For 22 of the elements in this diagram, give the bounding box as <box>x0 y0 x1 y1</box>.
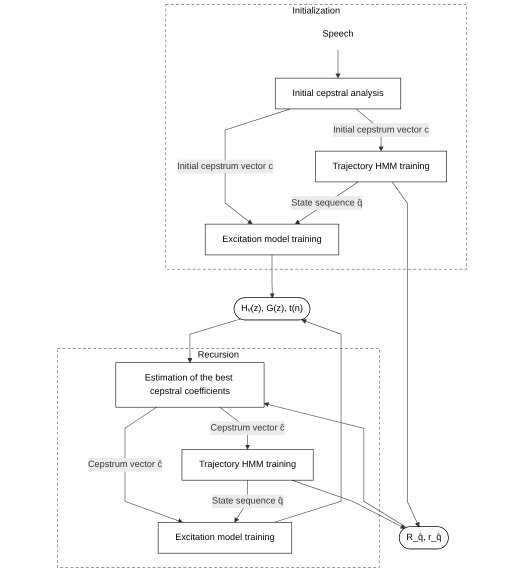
node-box: Excitation model training <box>204 224 340 256</box>
edge-label: Initial cepstrum vector c <box>177 161 274 172</box>
node-text: Speech <box>322 29 354 39</box>
node-box: Trajectory HMM training <box>315 150 447 182</box>
node-box: Estimation of the best cepstral coefficients <box>116 362 264 408</box>
edge-label: State sequence q̂ <box>291 198 362 208</box>
node-box: Trajectory HMM training <box>182 449 314 480</box>
edge-label: Cepstrum vector ĉ <box>210 423 285 433</box>
arrow <box>292 480 406 529</box>
arrow <box>264 402 408 528</box>
arrow <box>187 318 241 363</box>
arrow <box>274 319 342 523</box>
edge-label: Initial cepstrum vector c <box>333 124 429 135</box>
arrow <box>124 406 183 524</box>
edge-label: State sequence q̂ <box>212 496 284 506</box>
arrow <box>336 49 341 78</box>
edge-label: Cepstrum vector ĉ <box>88 460 162 470</box>
arrow <box>392 182 420 528</box>
node-box: Initial cepstral analysis <box>274 78 402 110</box>
node-box: Excitation model training <box>158 522 292 554</box>
arrow <box>224 108 291 224</box>
arrow <box>270 254 275 298</box>
